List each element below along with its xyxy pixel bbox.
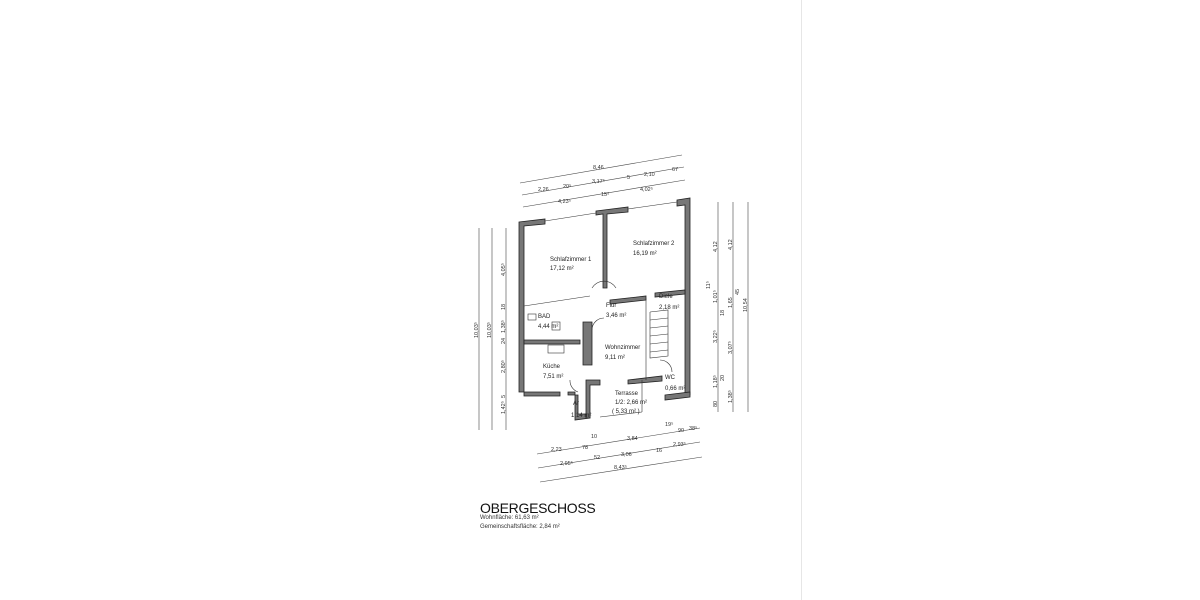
- floor-title: OBERGESCHOSS: [480, 500, 596, 516]
- dimension-label: 2,95⁵: [560, 460, 573, 467]
- walls: [518, 197, 691, 421]
- room-name: Schlafzimmer 2: [633, 241, 675, 247]
- dimension-lines-left: [478, 228, 507, 430]
- room-area: 4,44 m²: [538, 324, 558, 330]
- living-area: Wohnfläche: 61,63 m²: [480, 515, 539, 521]
- dimension-label: 4,12: [713, 241, 719, 252]
- room-area: 9,11 m²: [605, 355, 625, 361]
- dimension-label: 18: [501, 304, 507, 310]
- room-area: 2,18 m²: [659, 305, 679, 311]
- dimension-label: 10,03⁵: [473, 322, 480, 338]
- dimension-label: 20⁵: [563, 183, 571, 190]
- dimension-label: 8,46: [593, 165, 604, 171]
- dimension-label: 80: [713, 401, 719, 407]
- room-area: 17,12 m²: [550, 266, 574, 272]
- dimension-label: 78: [582, 445, 588, 451]
- room-name: Schlafzimmer 1: [550, 257, 592, 263]
- dimension-lines-top: [519, 154, 686, 208]
- dimension-label: 3,07⁵: [727, 341, 734, 354]
- dimension-label: 18: [720, 310, 726, 316]
- dimension-label: 19⁵: [665, 421, 673, 428]
- dimension-label: 11⁵: [705, 281, 712, 289]
- room-name: BAD: [538, 314, 551, 320]
- dimension-label: 3,22⁵: [712, 330, 719, 343]
- dimension-label: 16: [656, 448, 662, 454]
- dimension-label: 1,38⁵: [500, 320, 507, 333]
- room-name: Ar: [573, 401, 579, 407]
- dimension-label: 52: [594, 455, 600, 461]
- room-name: Küche: [543, 364, 561, 370]
- dimension-label: 4,05⁵: [500, 263, 507, 276]
- dimension-label: 15⁵: [601, 191, 609, 198]
- room-labels: Schlafzimmer 1 17,12 m² Schlafzimmer 2 1…: [538, 241, 685, 419]
- dimension-label: 24: [501, 338, 507, 344]
- dimension-label: 1,38⁵: [727, 390, 734, 403]
- dimension-label: 8,43⁵: [614, 464, 627, 471]
- dimension-label: 10: [591, 434, 597, 440]
- dimension-label: 1,42⁵: [500, 401, 507, 414]
- thin-lines: [523, 201, 678, 418]
- room-area: 3,46 m²: [606, 313, 626, 319]
- dimension-label: 38⁵: [689, 425, 697, 432]
- dimension-label: 3,17⁵: [592, 178, 605, 185]
- dimension-label: 2,93⁵: [673, 441, 686, 448]
- dimension-label: 2,23: [551, 447, 562, 453]
- dimension-label: 90: [678, 428, 684, 434]
- dimension-label: 20: [720, 375, 726, 381]
- room-name: Wohnzimmer: [605, 345, 640, 351]
- room-area: 0,66 m²: [665, 386, 685, 392]
- common-area: Gemeinschaftsfläche: 2,84 m²: [480, 524, 560, 530]
- dimension-label: 45: [735, 289, 741, 295]
- dimension-label: 10,03⁵: [486, 322, 493, 338]
- dimension-label: 1,01⁵: [712, 290, 719, 303]
- dimension-label: 10,54: [743, 298, 749, 312]
- room-name: Diele: [659, 294, 673, 300]
- room-area: 1,14 m²: [571, 413, 591, 419]
- dimension-label: 2,26: [538, 187, 549, 193]
- dimension-lines-bottom: [536, 427, 703, 483]
- dimension-label: 5: [501, 395, 507, 398]
- room-name: Flur: [606, 303, 616, 309]
- dimension-label: 1,65: [728, 297, 734, 308]
- dimension-texts-left: 10,03⁵ 10,03⁵ 4,05⁵ 18 1,38⁵ 24 2,80⁵ 5 …: [473, 263, 507, 414]
- room-area: 1/2: 2,66 m²: [615, 400, 647, 406]
- dimension-label: 4,02⁵: [640, 186, 653, 193]
- page-divider: [801, 0, 802, 600]
- dimension-texts-bottom: 19⁵ 90 38⁵ 10 3,84 2,23 78 2,95⁵ 52 3,06…: [551, 421, 697, 471]
- room-name: Terrasse: [615, 391, 639, 397]
- dimension-texts-top: 8,46 2,26 20⁵ 3,17⁵ 5 2,10 67 4,23⁵ 15⁵ …: [538, 165, 678, 205]
- dimension-label: 2,80⁵: [500, 360, 507, 373]
- dimension-lines-right: [717, 202, 749, 412]
- dimension-label: 3,06: [621, 452, 632, 458]
- room-area: 7,51 m²: [543, 374, 563, 380]
- dimension-label: 4,12: [728, 239, 734, 250]
- room-area: 16,19 m²: [633, 251, 657, 257]
- room-area-full: ( 5,33 m² ): [612, 409, 640, 415]
- dimension-label: 67: [672, 167, 678, 173]
- dimension-label: 5: [627, 175, 630, 181]
- dimension-texts-right: 4,12 4,12 10,54 11⁵ 1,01⁵ 18 1,65 45 3,2…: [705, 239, 749, 407]
- dimension-label: 3,84: [627, 436, 638, 442]
- room-name: WC: [665, 375, 676, 381]
- dimension-label: 4,23⁵: [558, 198, 571, 205]
- dimension-label: 1,18⁵: [712, 375, 719, 388]
- dimension-label: 2,10: [644, 172, 655, 178]
